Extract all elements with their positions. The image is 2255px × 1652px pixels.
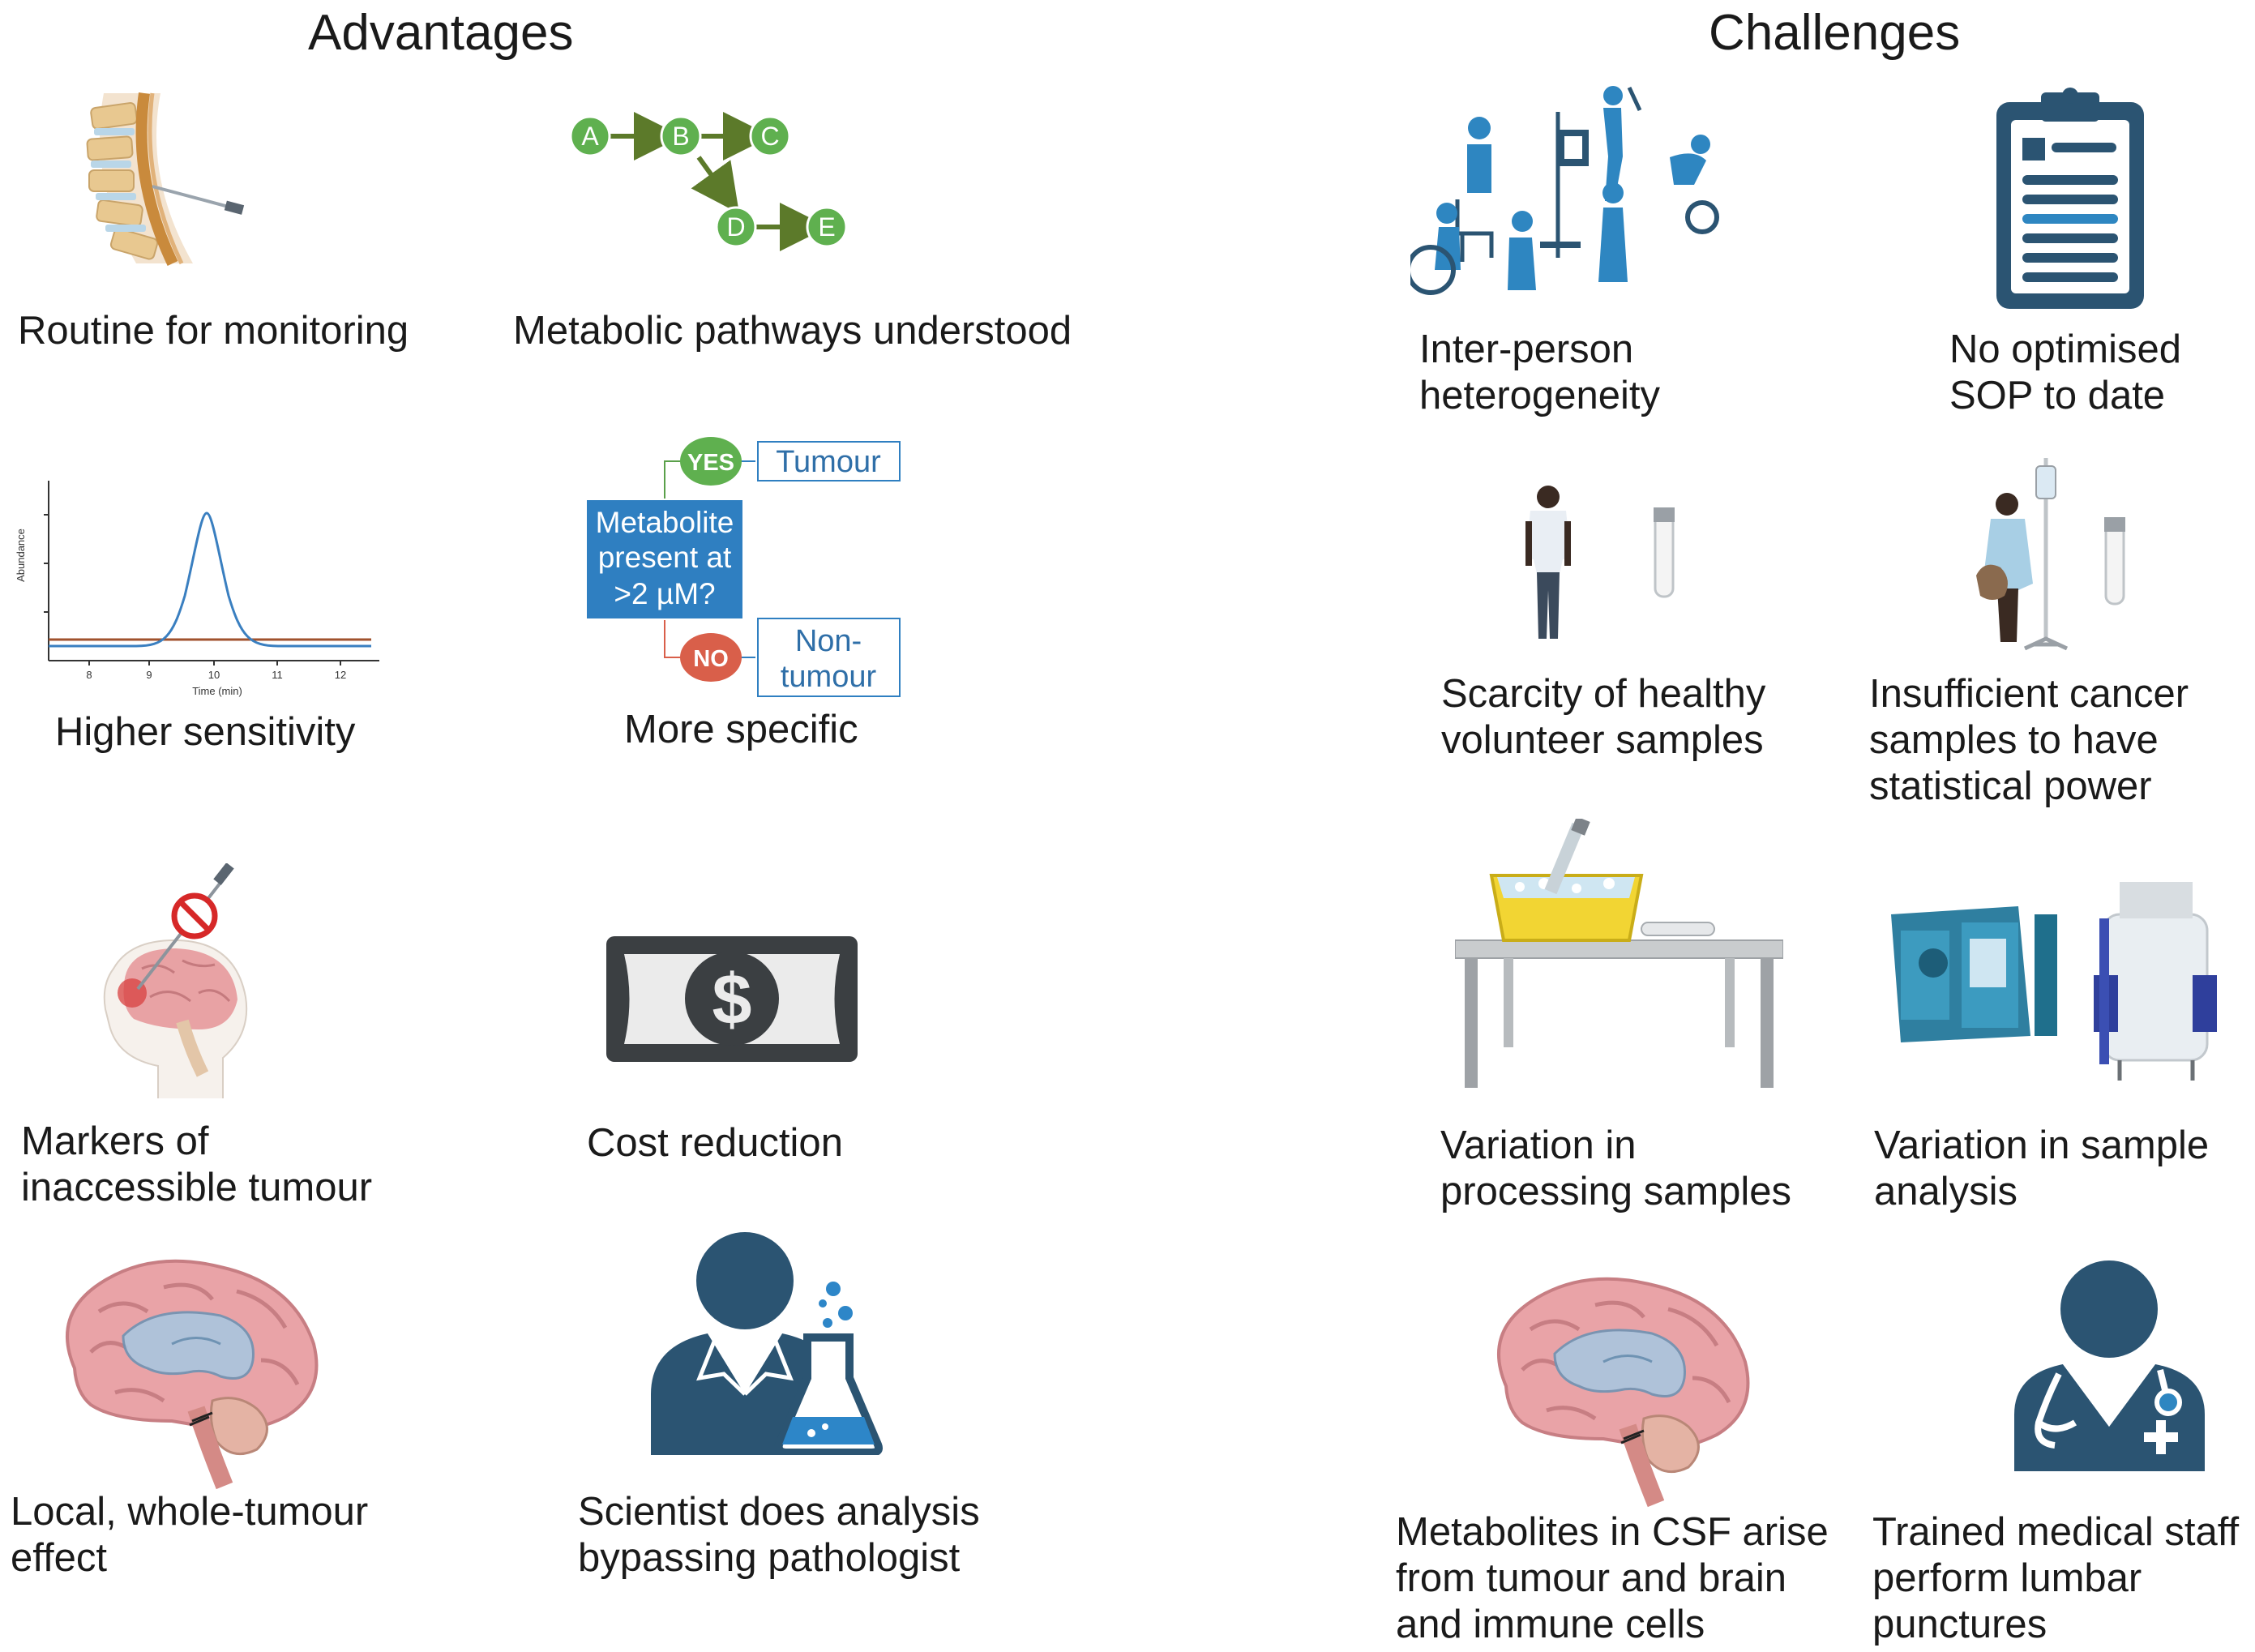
label-metabolites-csf: Metabolites in CSF arise from tumour and… — [1396, 1510, 1829, 1646]
doctor-icon — [2014, 1260, 2205, 1471]
no-outcome-line-1: Non- — [795, 624, 862, 658]
yes-badge: YES — [687, 450, 734, 476]
patient-drip-tube-icon — [1968, 454, 2140, 653]
chart-ylabel: Abundance — [15, 529, 27, 582]
dollar-symbol: $ — [712, 959, 752, 1039]
yes-outcome: Tumour — [776, 445, 881, 479]
tick-9: 9 — [146, 669, 152, 681]
ice-bath-bench-icon — [1454, 816, 1784, 1088]
label-metabolic-pathways: Metabolic pathways understood — [513, 309, 1072, 353]
brain-no-biopsy-icon — [101, 862, 255, 1098]
chromatogram-icon: Abundance 8 9 10 11 12 Time (min) — [15, 474, 387, 701]
clipboard-icon — [1996, 86, 2144, 309]
label-cost-reduction: Cost reduction — [587, 1121, 843, 1165]
label-more-specific: More specific — [624, 708, 858, 751]
label-no-sop: No optimised SOP to date — [1949, 327, 2181, 417]
ms-nmr-instrument-icon — [1885, 874, 2231, 1083]
label-inaccessible-tumour: Markers of inaccessible tumour — [21, 1119, 373, 1209]
node-d: D — [726, 212, 745, 242]
pathway-icon: A B C D E — [567, 112, 867, 254]
label-scientist-analysis: Scientist does analysis bypassing pathol… — [578, 1490, 980, 1580]
label-routine-monitoring: Routine for monitoring — [18, 309, 409, 353]
question-line-1: Metabolite — [596, 506, 734, 539]
brain-icon — [50, 1255, 326, 1490]
node-c: C — [760, 122, 779, 151]
label-scarcity-healthy: Scarcity of healthy volunteer samples — [1441, 672, 1766, 762]
challenges-title: Challenges — [1709, 5, 1961, 61]
node-a: A — [581, 122, 599, 151]
people-activities-icon — [1406, 79, 1735, 308]
label-inter-person: Inter-person heterogeneity — [1419, 327, 1660, 417]
tick-11: 11 — [272, 669, 283, 681]
question-line-2: present at — [598, 541, 732, 574]
label-whole-tumour: Local, whole-tumour effect — [11, 1490, 369, 1580]
dollar-bill-icon: $ — [606, 936, 858, 1062]
node-b: B — [672, 122, 689, 151]
advantages-title: Advantages — [308, 5, 574, 61]
spine-needle-icon — [71, 89, 250, 267]
decision-flowchart-icon: Metabolite present at >2 µM? YES NO Tumo… — [584, 434, 908, 705]
tick-8: 8 — [86, 669, 92, 681]
label-insufficient-cancer: Insufficient cancer samples to have stat… — [1869, 672, 2189, 808]
question-line-3: >2 µM? — [614, 577, 715, 610]
tick-10: 10 — [208, 669, 220, 681]
tick-12: 12 — [335, 669, 346, 681]
label-variation-processing: Variation in processing samples — [1440, 1123, 1792, 1213]
node-e: E — [818, 212, 835, 242]
label-trained-staff: Trained medical staff perform lumbar pun… — [1872, 1510, 2240, 1646]
chart-xlabel: Time (min) — [192, 685, 242, 697]
label-variation-analysis: Variation in sample analysis — [1874, 1123, 2210, 1213]
brain-icon — [1482, 1273, 1757, 1508]
no-badge: NO — [693, 646, 729, 672]
label-higher-sensitivity: Higher sensitivity — [55, 710, 356, 754]
scientist-icon — [651, 1232, 886, 1457]
healthy-person-tube-icon — [1508, 485, 1702, 643]
no-outcome-line-2: tumour — [781, 660, 877, 694]
